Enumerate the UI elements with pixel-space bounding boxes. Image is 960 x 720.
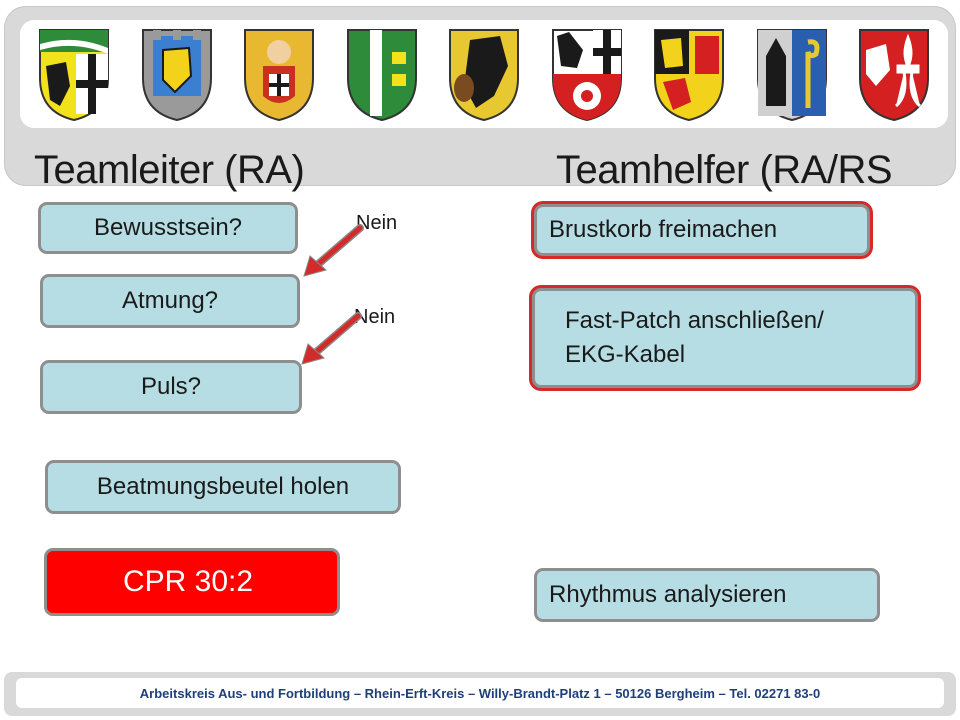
fastpatch-line-1: Fast-Patch anschließen/ (565, 307, 824, 334)
rhythmus-box: Rhythmus analysieren (534, 568, 880, 622)
puls-box: Puls? (40, 360, 302, 414)
coat-of-arms-3-icon (244, 29, 314, 122)
coat-of-arms-8-icon (756, 29, 827, 122)
fastpatch-line-2: EKG-Kabel (565, 341, 686, 368)
footer-band: Arbeitskreis Aus- und Fortbildung – Rhei… (4, 672, 956, 716)
coat-of-arms-1-icon (39, 29, 109, 122)
coat-of-arms-9-icon (859, 29, 929, 122)
coat-of-arms-4-icon (346, 29, 417, 122)
crest-strip (20, 20, 948, 128)
nein-label-2: Nein (354, 306, 396, 328)
coat-of-arms-5-icon (449, 29, 519, 122)
atmung-box: Atmung? (40, 274, 300, 328)
title-teamleiter: Teamleiter (RA) (34, 148, 305, 192)
beatmungsbeutel-box: Beatmungsbeutel holen (45, 460, 401, 514)
cpr-box: CPR 30:2 (44, 548, 340, 616)
brustkorb-box: Brustkorb freimachen (534, 204, 870, 256)
bewusstsein-box: Bewusstsein? (38, 202, 298, 254)
header-band: Teamleiter (RA) Teamhelfer (RA/RS (4, 6, 956, 192)
coat-of-arms-6-icon (551, 29, 622, 122)
arrow-down-left-icon (303, 224, 364, 277)
fastpatch-box: Fast-Patch anschließen/ EKG-Kabel (532, 288, 918, 388)
footer-text: Arbeitskreis Aus- und Fortbildung – Rhei… (16, 678, 944, 708)
nein-label-1: Nein (356, 212, 398, 234)
coat-of-arms-7-icon (654, 29, 724, 122)
arrow-down-left-icon (301, 312, 362, 365)
title-teamhelfer: Teamhelfer (RA/RS (556, 148, 893, 192)
coat-of-arms-2-icon (141, 29, 212, 122)
